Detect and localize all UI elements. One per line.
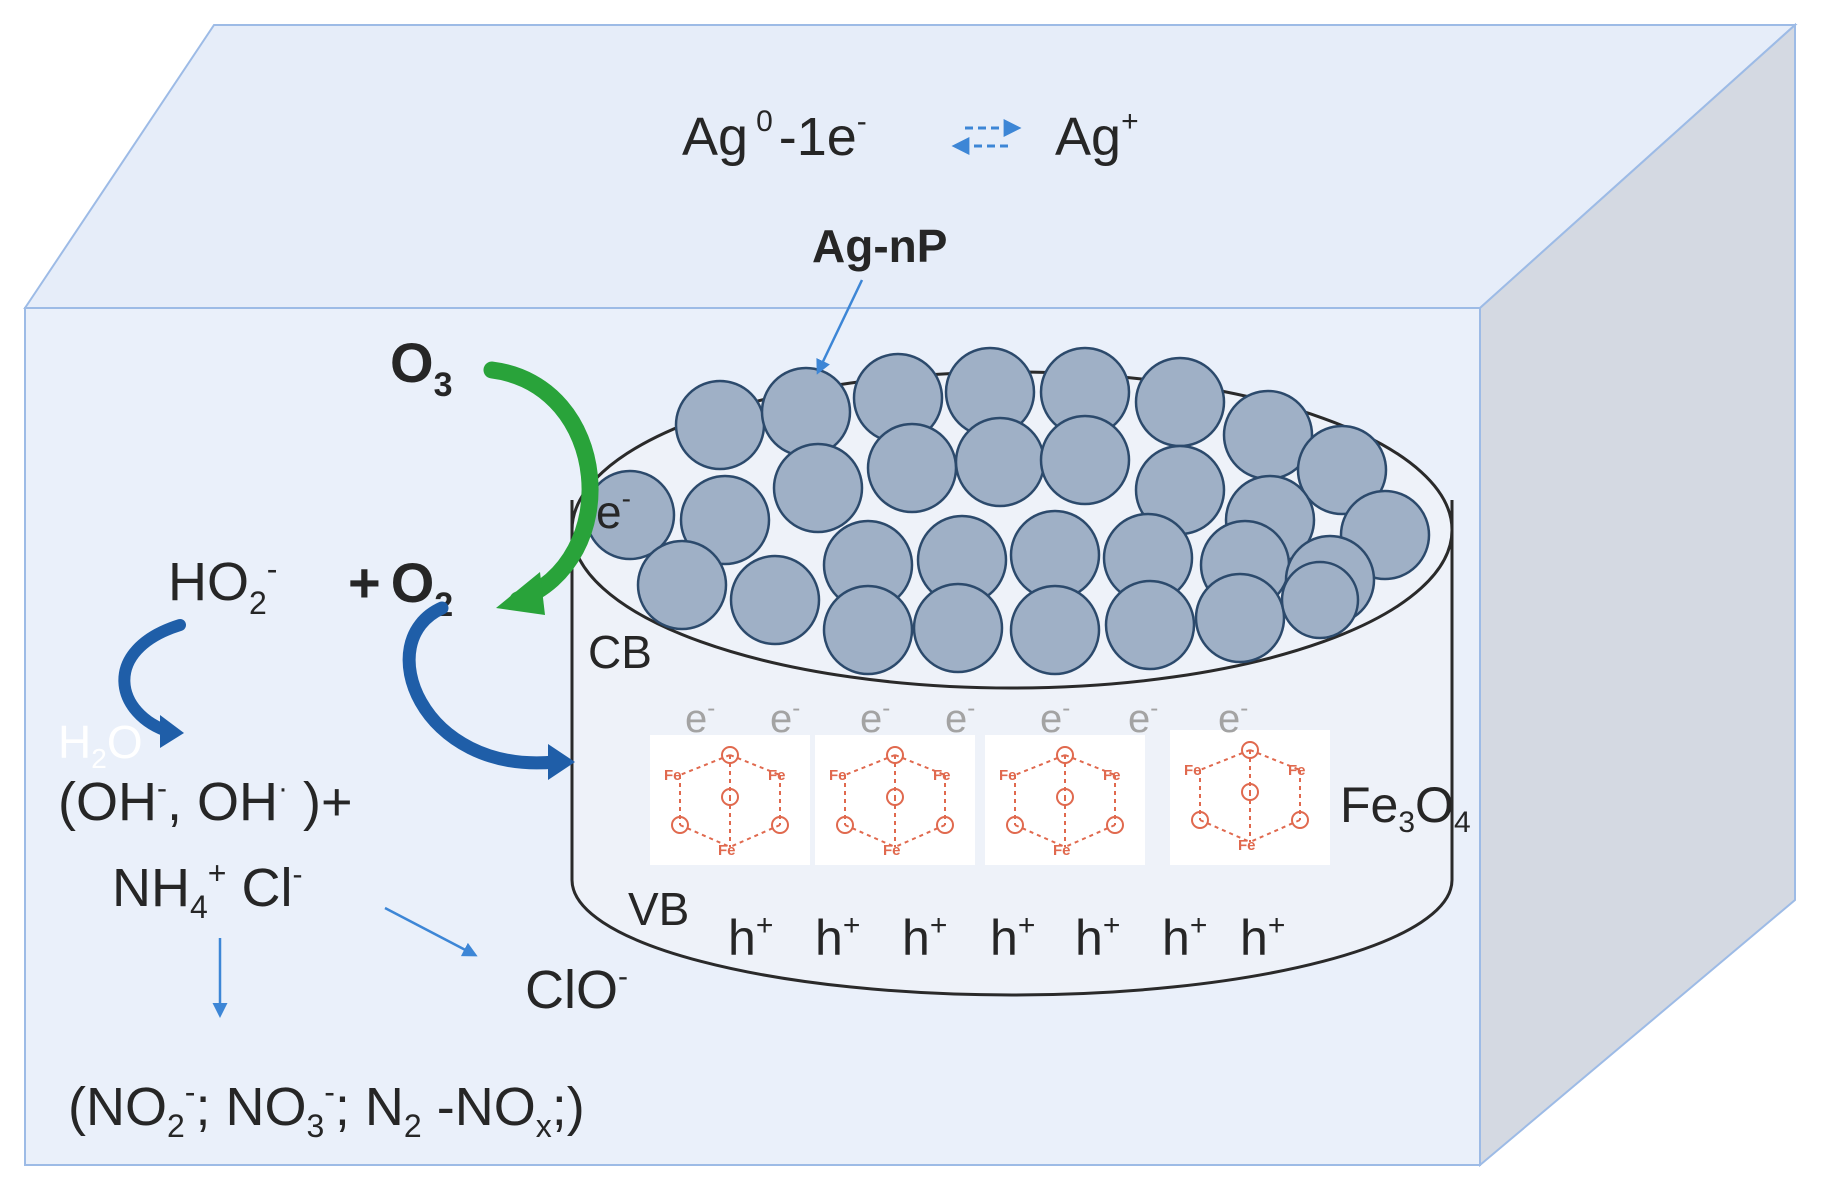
fe3o4-label: Fe3O4 bbox=[1340, 777, 1471, 839]
lattice-cell: Fe Fe Fe bbox=[815, 735, 975, 865]
svg-text:Ag0-1e-: Ag0-1e- bbox=[682, 105, 867, 167]
hole: h+ bbox=[990, 909, 1035, 966]
ag-nanoparticle bbox=[636, 539, 728, 631]
ag-nanoparticle bbox=[760, 366, 852, 458]
blue-arrow-ho2-head bbox=[160, 715, 184, 748]
ag-nanoparticle bbox=[1280, 560, 1360, 640]
ag-nanoparticle bbox=[1039, 414, 1131, 506]
ho2-label: HO2- bbox=[168, 551, 277, 621]
electron: e- bbox=[1040, 695, 1070, 741]
electron: e- bbox=[860, 695, 890, 741]
ag-nanoparticles bbox=[584, 346, 1431, 676]
fe3o4-lattice: Fe Fe Fe Fe Fe Fe bbox=[650, 730, 1330, 865]
green-curved-arrow bbox=[483, 361, 599, 609]
ag-nanoparticle bbox=[822, 584, 914, 676]
electron: e- bbox=[945, 695, 975, 741]
green-arrow-head bbox=[496, 572, 545, 615]
svg-text:Fe: Fe bbox=[1288, 762, 1306, 779]
electron: e- bbox=[1218, 695, 1248, 741]
ag-nanoparticle bbox=[866, 422, 958, 514]
o2-label: +O2 bbox=[348, 551, 453, 624]
ag-nanoparticle bbox=[1134, 356, 1226, 448]
ag-nanoparticle bbox=[954, 416, 1046, 508]
svg-text:Fe: Fe bbox=[883, 842, 901, 859]
ag-np-pointer bbox=[816, 279, 864, 375]
svg-text:Fe: Fe bbox=[768, 767, 786, 784]
svg-text:Fe: Fe bbox=[664, 767, 682, 784]
svg-text:Ag+: Ag+ bbox=[1055, 105, 1139, 167]
hole: h+ bbox=[902, 909, 947, 966]
blue-arrow-o2-head bbox=[548, 744, 575, 780]
ag-nanoparticle bbox=[674, 379, 766, 471]
ag-nanoparticle bbox=[1009, 584, 1101, 676]
products-label: (NO2-; NO3-; N2 -NOx;) bbox=[68, 1074, 585, 1144]
ag-nanoparticle bbox=[679, 474, 771, 566]
svg-text:Fe: Fe bbox=[718, 842, 736, 859]
arrow-to-clo bbox=[384, 906, 478, 957]
hole-row: h+ h+ h+ h+ h+ h+ h+ bbox=[728, 909, 1285, 966]
electron-row: e- e- e- e- e- e- e- bbox=[685, 695, 1248, 741]
hole: h+ bbox=[815, 909, 860, 966]
svg-text:Fe: Fe bbox=[1238, 837, 1256, 854]
lattice-cell: Fe Fe Fe bbox=[985, 735, 1145, 865]
ag-nanoparticle bbox=[772, 442, 864, 534]
lattice-cell: Fe Fe Fe bbox=[1170, 730, 1330, 865]
clo-label: ClO- bbox=[525, 960, 628, 1020]
blue-arrow-ho2 bbox=[118, 619, 186, 738]
svg-text:Fe: Fe bbox=[1053, 842, 1071, 859]
hole: h+ bbox=[1162, 909, 1207, 966]
svg-text:Fe: Fe bbox=[933, 767, 951, 784]
ag-nanoparticle bbox=[1296, 424, 1388, 516]
svg-text:Fe: Fe bbox=[999, 767, 1017, 784]
svg-text:Fe: Fe bbox=[1184, 762, 1202, 779]
ag-nanoparticle bbox=[1104, 579, 1196, 671]
hole: h+ bbox=[1075, 909, 1120, 966]
electron: e- bbox=[770, 695, 800, 741]
cb-label: CB bbox=[588, 626, 652, 678]
ag-nanoparticle bbox=[912, 582, 1004, 674]
o3-label: O3 bbox=[390, 331, 452, 404]
electron: e- bbox=[685, 695, 715, 741]
ag-np-label: Ag-nP bbox=[812, 220, 947, 272]
svg-text:Fe: Fe bbox=[1103, 767, 1121, 784]
h2o-label: H2O bbox=[58, 716, 143, 774]
svg-text:Fe: Fe bbox=[829, 767, 847, 784]
vb-label: VB bbox=[628, 883, 689, 935]
e-surface-label: e- bbox=[596, 483, 631, 538]
hole: h+ bbox=[1240, 909, 1285, 966]
electron: e- bbox=[1128, 695, 1158, 741]
oh-radicals-label: (OH-, OH· )+ bbox=[58, 772, 353, 832]
nh4-cl-label: NH4+ Cl- bbox=[112, 855, 302, 925]
lattice-cell: Fe Fe Fe bbox=[650, 735, 810, 865]
blue-arrow-o2 bbox=[402, 601, 562, 770]
ag-nanoparticle bbox=[729, 554, 821, 646]
hole: h+ bbox=[728, 909, 773, 966]
ag-nanoparticle bbox=[1194, 572, 1286, 664]
